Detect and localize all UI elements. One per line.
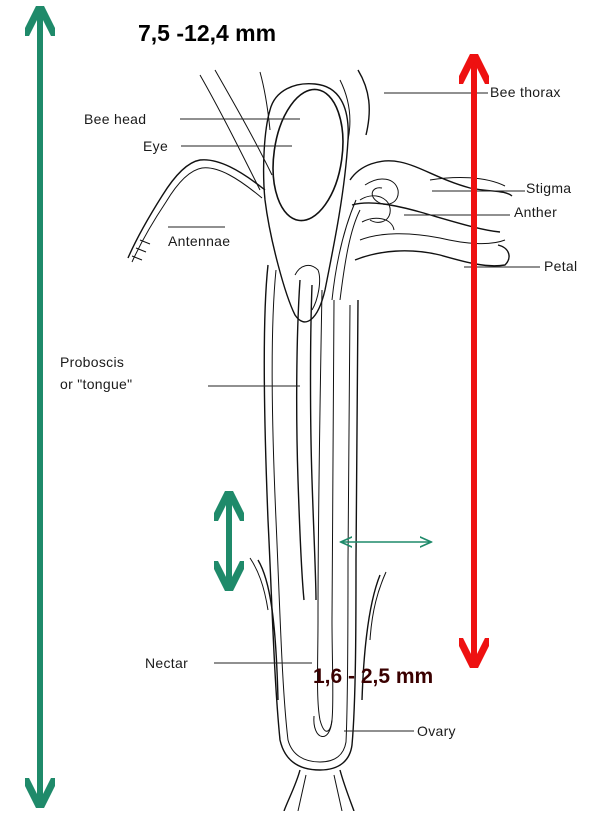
label-leaders [168, 93, 540, 731]
total-length-measurement: 7,5 -12,4 mm [138, 20, 276, 46]
nectar-label: Nectar [145, 655, 188, 671]
eye-shape [265, 85, 351, 225]
petal-label: Petal [544, 258, 577, 274]
antennae-label: Antennae [168, 233, 230, 249]
stigma-label: Stigma [526, 180, 571, 196]
tongue-label: or "tongue" [60, 376, 132, 392]
ovary-label: Ovary [417, 723, 456, 739]
eye-label: Eye [143, 138, 168, 154]
bee-head-label: Bee head [84, 111, 146, 127]
proboscis-label: Proboscis [60, 354, 124, 370]
anther-label: Anther [514, 204, 557, 220]
width-measurement: 1,6 - 2,5 mm [313, 665, 433, 688]
bee-thorax-label: Bee thorax [490, 84, 561, 100]
